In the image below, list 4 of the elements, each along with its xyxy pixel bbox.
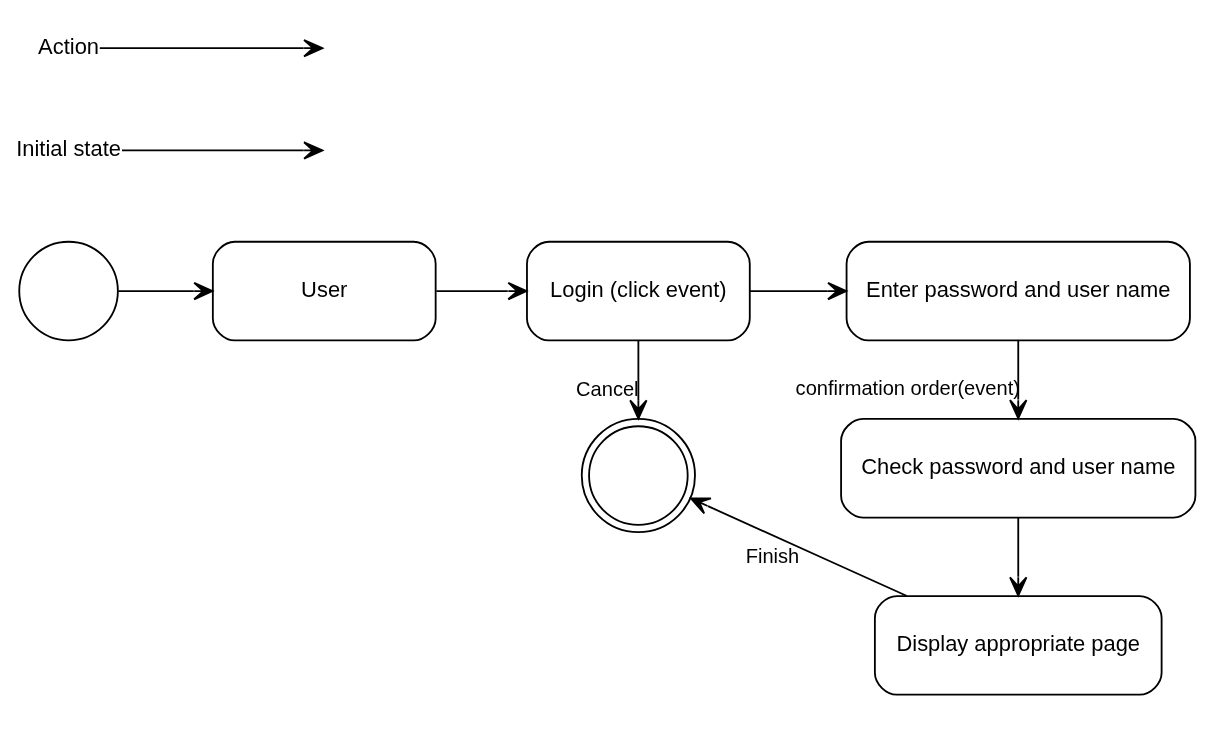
edge-label: Finish [745, 544, 800, 567]
node-text: Action [38, 33, 100, 59]
node-text: Initial state [16, 135, 121, 161]
edge-label: Cancel [576, 377, 639, 400]
